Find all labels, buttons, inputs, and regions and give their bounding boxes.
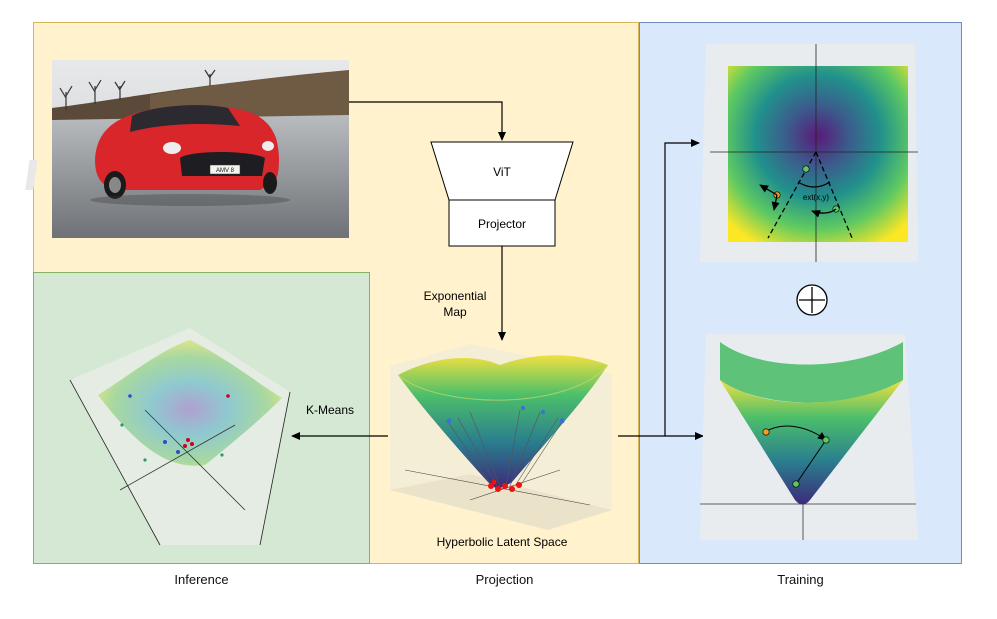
kmeans-label: K-Means <box>306 403 354 417</box>
training-label: Training <box>777 572 824 587</box>
projection-label: Projection <box>475 572 534 587</box>
latent-space-label: Hyperbolic Latent Space <box>437 535 568 549</box>
training-bottom-plot <box>700 334 918 540</box>
projector-label: Projector <box>478 217 526 231</box>
latent-to-top-training-arrow <box>618 139 700 437</box>
ext-label: ext(x,y) <box>803 193 830 202</box>
plate-text: AMV 8 <box>216 168 235 174</box>
plus-circle-icon <box>796 284 828 316</box>
vit-label: ViT <box>493 165 511 179</box>
inference-label: Inference <box>174 572 229 587</box>
photo-to-vit-arrow <box>349 101 506 141</box>
exp-map-label-2: Map <box>443 305 467 319</box>
exp-map-label-1: Exponential <box>424 289 487 303</box>
latent-space-plot <box>390 344 612 530</box>
training-top-plot: ext(x,y) <box>700 44 918 262</box>
inference-plot <box>69 328 291 546</box>
car-photo: AMV 8 <box>25 60 349 238</box>
